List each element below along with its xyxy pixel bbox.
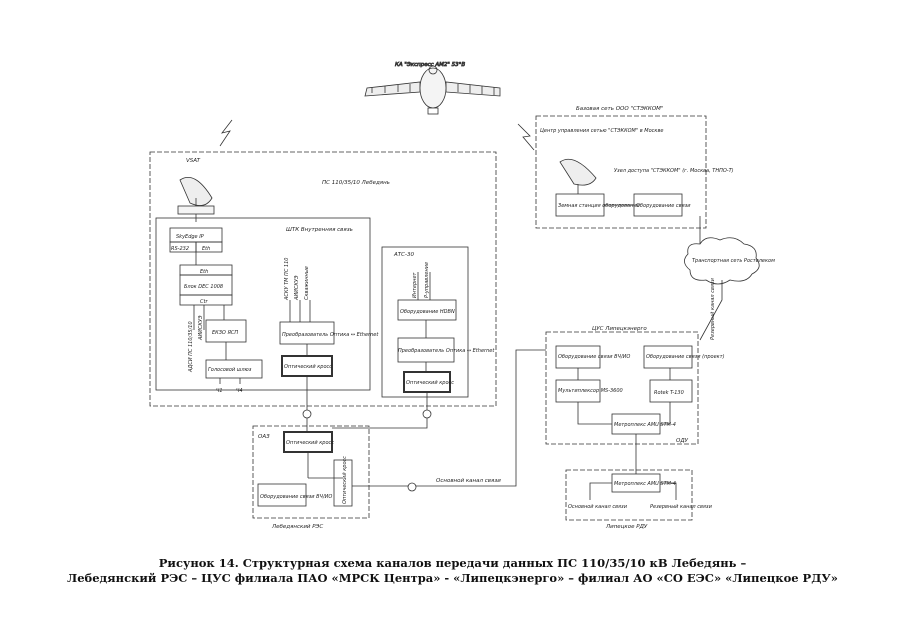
internet-vert-label: Интернет: [412, 271, 418, 298]
res-oaz-label: ОАЗ: [258, 434, 270, 440]
aiiskue2-vert-label: АИИСКУЭ: [294, 275, 300, 301]
opt3-label: Оптический кросс: [286, 440, 334, 446]
rez-label: Резервный канал связи: [650, 504, 713, 510]
figure-caption-line-2: Лебедянский РЭС – ЦУС филиала ПАО «МРСК …: [67, 571, 838, 585]
base-network-boundary: [535, 115, 707, 229]
hdbn-label: Оборудование HDBN: [400, 309, 455, 315]
eth2-label: Eth: [200, 269, 208, 275]
cus-label: ЦУС Липецкэнерго: [592, 326, 647, 332]
satellite-label: КА "Экспресс АМ2" 53°В: [395, 62, 465, 68]
ats-box: [381, 246, 469, 398]
cus-boundary: [545, 331, 699, 445]
res-boundary: [252, 425, 370, 519]
transport-network-cloud: [684, 237, 760, 285]
ps-label: ПС 110/35/10 Лебедянь: [322, 180, 390, 186]
blok-dec-label: Блок DEC 1008: [184, 284, 223, 290]
lebed-res-label: Лебедянский РЭС: [271, 524, 323, 530]
signal-bolt-icon: [517, 123, 535, 151]
ekzo-label: ЕКЗО ЯСП: [212, 330, 238, 336]
ps-boundary: [149, 151, 497, 407]
golos-label: Голосовой шлюз: [208, 367, 252, 373]
ats-label: АТС-30: [393, 252, 414, 258]
lip-rdu-label: Липецкое РДУ: [605, 524, 648, 530]
aiiskue-vert-label: АИИСКУЭ: [198, 315, 204, 341]
vch2-label: Оборудование связи ВЧ/ИО: [558, 354, 630, 360]
zemn-label: Земная станция оборудование: [558, 203, 640, 209]
opt2-label: Оптический кросс: [406, 380, 454, 386]
metr2-label: Метроплекс AMU STM-4: [614, 481, 676, 487]
shtk-box: [155, 217, 371, 391]
obor-svyazi-label: Оборудование связи: [636, 203, 691, 209]
p-uprav-vert-label: Р-управление: [424, 262, 430, 298]
preob2-label: Преобразователь Оптика ↔ Ethernet: [398, 348, 495, 354]
signal-bolt-icon: [219, 119, 233, 147]
shdp-label: ШТК Внутренняя связь: [286, 227, 353, 233]
base-network-label: Базовая сеть ООО "СТЭККОМ": [576, 106, 663, 112]
ch2-label: Ч4: [236, 388, 243, 394]
opt1-label: Оптический кросс: [284, 364, 332, 370]
vsat-dish-icon: [177, 176, 215, 215]
preob1-label: Преобразователь Оптика ↔ Ethernet: [282, 332, 379, 338]
skyedge-label: SkyEdge IP: [176, 234, 204, 240]
center-label: Центр управления сетью "СТЭККОМ" в Москв…: [540, 128, 663, 134]
skvazh-vert-label: Скважинные: [304, 266, 310, 300]
optkross-vert-label: Оптический кросс: [342, 456, 348, 504]
hub-dish-icon: [559, 158, 597, 194]
osn-label: Основной канал связи: [568, 504, 628, 510]
rezerv-vert-label: Резервный канал связи: [710, 277, 716, 340]
multi-label: Мультиплексор MS-3600: [558, 388, 623, 394]
satellite-icon: [364, 65, 501, 115]
rdu-boundary: [565, 469, 693, 521]
eth1-label: Eth: [202, 246, 210, 252]
metr1-label: Метроплекс AMU STM-4: [614, 422, 676, 428]
rotek-label: Rotek T-130: [654, 390, 684, 396]
vsat-label: VSAT: [186, 158, 201, 164]
gnet-label: Транспортная сеть Ростелеком: [692, 258, 775, 264]
sdo-label: ОДУ: [676, 438, 689, 444]
uzel-label: Узел доступа "СТЭККОМ" (г. Москва, ТНПО-…: [614, 168, 734, 174]
figure-caption-line-1: Рисунок 14. Структурная схема каналов пе…: [158, 556, 747, 570]
ascu-vert-label: АСКУ ТМ ПС 110: [284, 258, 290, 301]
opt-proj-label: Оборудование связи (проект): [646, 354, 725, 360]
main-channel-label: Основной канал связи: [436, 478, 501, 484]
ctr-label: Ctr: [200, 299, 208, 305]
ch1-label: Ч1: [216, 388, 223, 394]
vch-label: Оборудование связи ВЧ/ИО: [260, 494, 332, 500]
rs232-label: RS-232: [171, 246, 189, 252]
adsi-vert-label: АДСИ ПС 110/35/10: [188, 321, 194, 373]
